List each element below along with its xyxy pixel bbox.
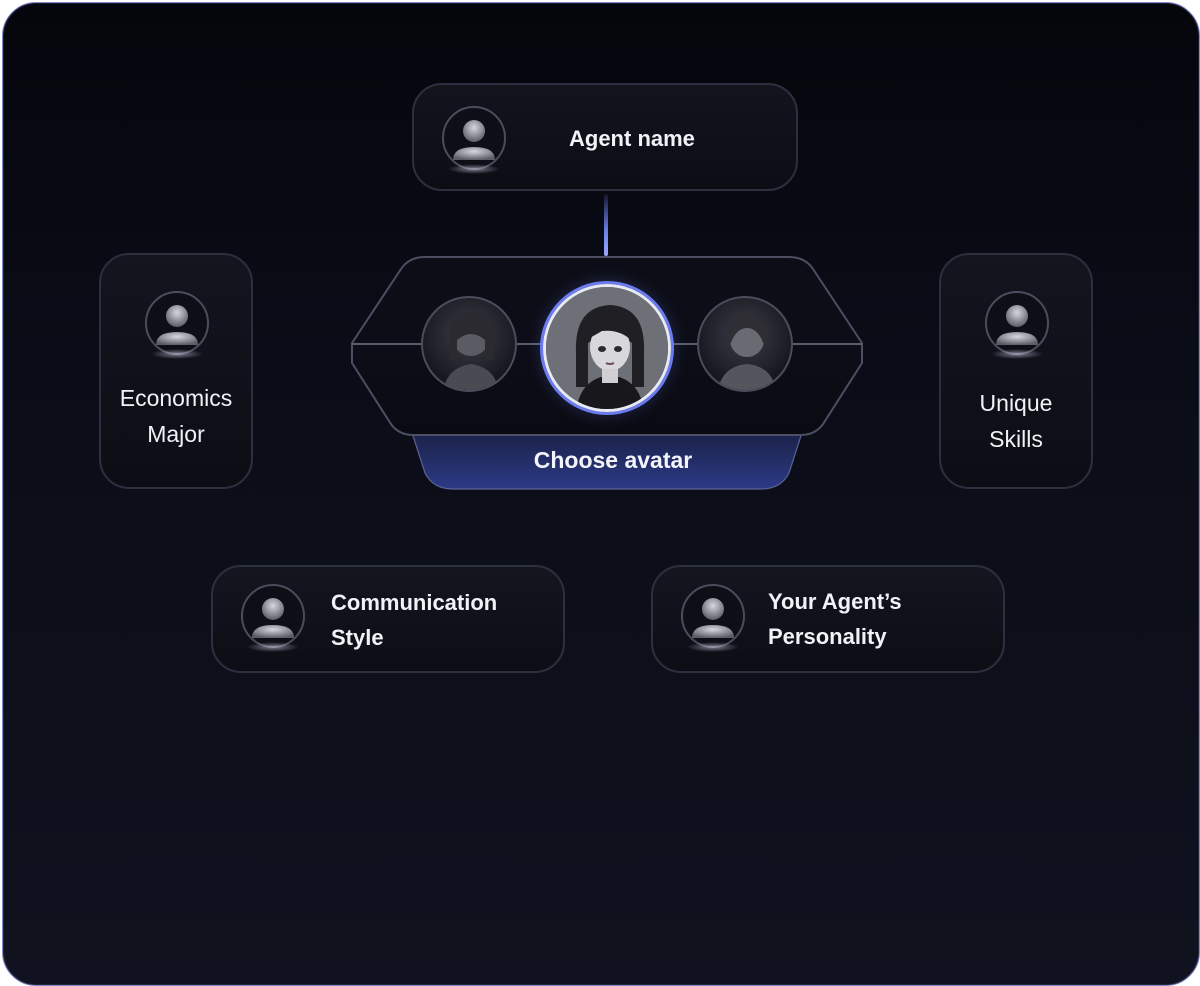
avatar-chooser [349, 253, 865, 493]
user-icon [142, 290, 212, 370]
communication-style-label: Communication Style [331, 585, 497, 655]
user-icon [238, 583, 308, 663]
communication-style-line-1: Communication [331, 590, 498, 615]
connector-line [604, 194, 608, 256]
personality-line-2: Personality [768, 624, 887, 649]
choose-avatar-label[interactable]: Choose avatar [533, 447, 693, 473]
user-icon [439, 105, 509, 185]
avatar-option-right[interactable] [697, 296, 793, 392]
economics-major-line-2: Major [147, 421, 205, 447]
agent-name-label: Agent name [569, 126, 695, 151]
personality-label: Your Agent’s Personality [768, 584, 902, 654]
economics-major-label: Economics Major [99, 380, 253, 452]
communication-style-line-2: Style [331, 625, 384, 650]
personality-line-1: Your Agent’s [768, 589, 902, 614]
economics-major-card[interactable] [99, 253, 253, 489]
avatar-option-selected[interactable] [543, 284, 671, 412]
economics-major-line-1: Economics [119, 385, 233, 411]
unique-skills-line-2: Skills [989, 426, 1043, 452]
user-icon [678, 583, 748, 663]
user-icon [982, 290, 1052, 370]
avatar-option-left[interactable] [421, 296, 517, 392]
unique-skills-label: Unique Skills [939, 385, 1093, 457]
unique-skills-line-1: Unique [979, 390, 1053, 416]
